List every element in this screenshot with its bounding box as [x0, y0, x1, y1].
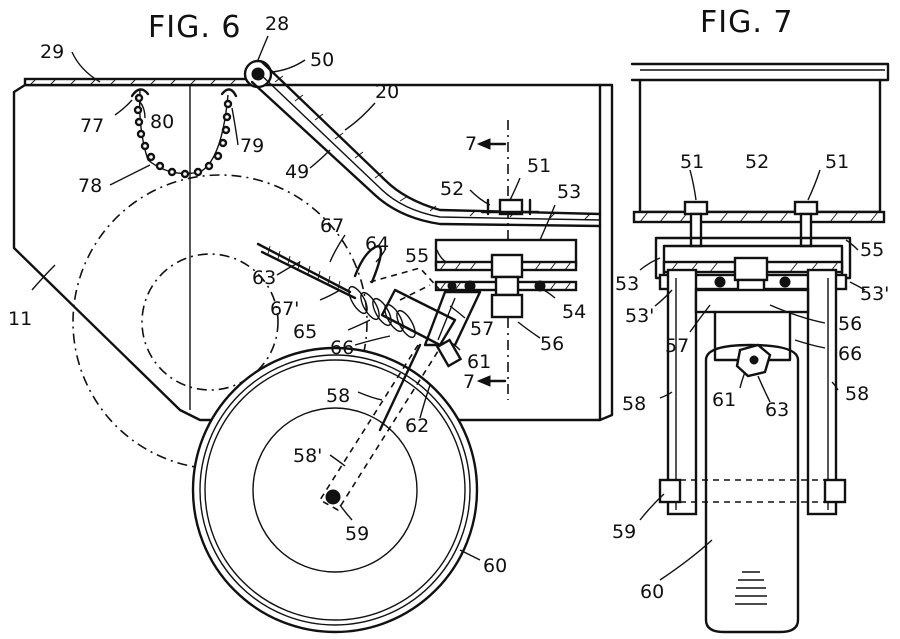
fig7-label-60: 60: [640, 581, 664, 603]
label-64: 64: [365, 233, 389, 255]
spring-65: [348, 285, 416, 339]
label-54: 54: [562, 301, 586, 323]
label-49: 49: [285, 161, 309, 183]
label-58-prime: 58': [293, 445, 322, 467]
kingpin-nut-56: [490, 253, 524, 279]
figure-7: FIG. 7: [612, 5, 890, 634]
fig6-title: FIG. 6: [148, 10, 242, 45]
chain-78: [130, 88, 238, 179]
fig7-label-63: 63: [765, 399, 789, 421]
fig7-label-55: 55: [860, 239, 884, 261]
axle-end-right: [823, 478, 847, 504]
axle-end-left: [658, 478, 682, 504]
bolt-51-right: [793, 200, 819, 216]
ramp-plate-section: [632, 210, 886, 224]
fig7-label-53-prime-right: 53': [860, 283, 889, 305]
nut-61: [435, 338, 463, 368]
top-beam: [630, 62, 890, 82]
label-7-bottom: 7: [463, 371, 475, 393]
label-67: 67: [320, 215, 344, 237]
fig7-label-61: 61: [712, 389, 736, 411]
label-55: 55: [405, 245, 429, 267]
fig7-label-51-right: 51: [825, 151, 849, 173]
label-66: 66: [330, 337, 354, 359]
caster-leg-hidden: [318, 344, 441, 512]
nut-56-section: [733, 256, 769, 282]
label-62: 62: [405, 415, 429, 437]
label-60: 60: [483, 555, 507, 577]
fig7-label-66: 66: [838, 343, 862, 365]
label-50: 50: [310, 49, 334, 71]
chain-hook-79: [220, 88, 238, 98]
top-plate-29: [23, 77, 252, 87]
fig7-label-52: 52: [745, 151, 769, 173]
label-58: 58: [326, 385, 350, 407]
fork-leg-58-right: [806, 268, 838, 516]
ramp-plate-49: [260, 60, 602, 216]
chain-hook-77: [130, 88, 150, 98]
frame-body-outline: [12, 83, 614, 422]
fig7-title: FIG. 7: [700, 5, 794, 40]
label-20: 20: [375, 81, 399, 103]
figure-6: FIG. 6: [8, 10, 614, 634]
label-56: 56: [540, 333, 564, 355]
guide-66: [380, 288, 457, 347]
label-79: 79: [240, 135, 264, 157]
label-53: 53: [557, 181, 581, 203]
handle-64: [353, 244, 383, 284]
wheel-60-edge: [704, 343, 800, 634]
label-29: 29: [40, 41, 64, 63]
label-80: 80: [150, 111, 174, 133]
label-11: 11: [8, 308, 32, 330]
fig7-label-59: 59: [612, 521, 636, 543]
fig7-label-51-left: 51: [680, 151, 704, 173]
fig7-label-53-prime-left: 53': [625, 305, 654, 327]
frame-section: [638, 78, 882, 214]
bolt-51-left: [683, 200, 709, 216]
label-65: 65: [293, 321, 317, 343]
label-77: 77: [80, 115, 104, 137]
fig7-label-58-right: 58: [845, 383, 869, 405]
label-78: 78: [78, 175, 102, 197]
bolt-51-head: [498, 198, 524, 216]
fork-leg-58-left: [666, 268, 698, 516]
fig7-label-56: 56: [838, 313, 862, 335]
pin-ghost-67: [369, 267, 441, 291]
label-52: 52: [440, 178, 464, 200]
label-51: 51: [527, 155, 551, 177]
fig7-label-53: 53: [615, 273, 639, 295]
caster-leg-58: [378, 343, 422, 432]
axle-59-hidden: [680, 479, 825, 503]
fork-crown-57: [694, 288, 810, 314]
label-28: 28: [265, 13, 289, 35]
label-67-prime: 67': [270, 298, 299, 320]
label-61: 61: [467, 351, 491, 373]
wheel-60: [191, 343, 479, 634]
wheel-inner-path: [141, 253, 279, 391]
fig7-label-57: 57: [665, 335, 689, 357]
label-7-top: 7: [465, 133, 477, 155]
label-63: 63: [252, 267, 276, 289]
channel-53: [654, 236, 852, 280]
label-59: 59: [345, 523, 369, 545]
axle-59: [325, 489, 341, 505]
label-57: 57: [470, 318, 494, 340]
lock-pin-63: [256, 242, 352, 294]
fig7-label-58-left: 58: [622, 393, 646, 415]
hinge-pin: [251, 67, 265, 81]
